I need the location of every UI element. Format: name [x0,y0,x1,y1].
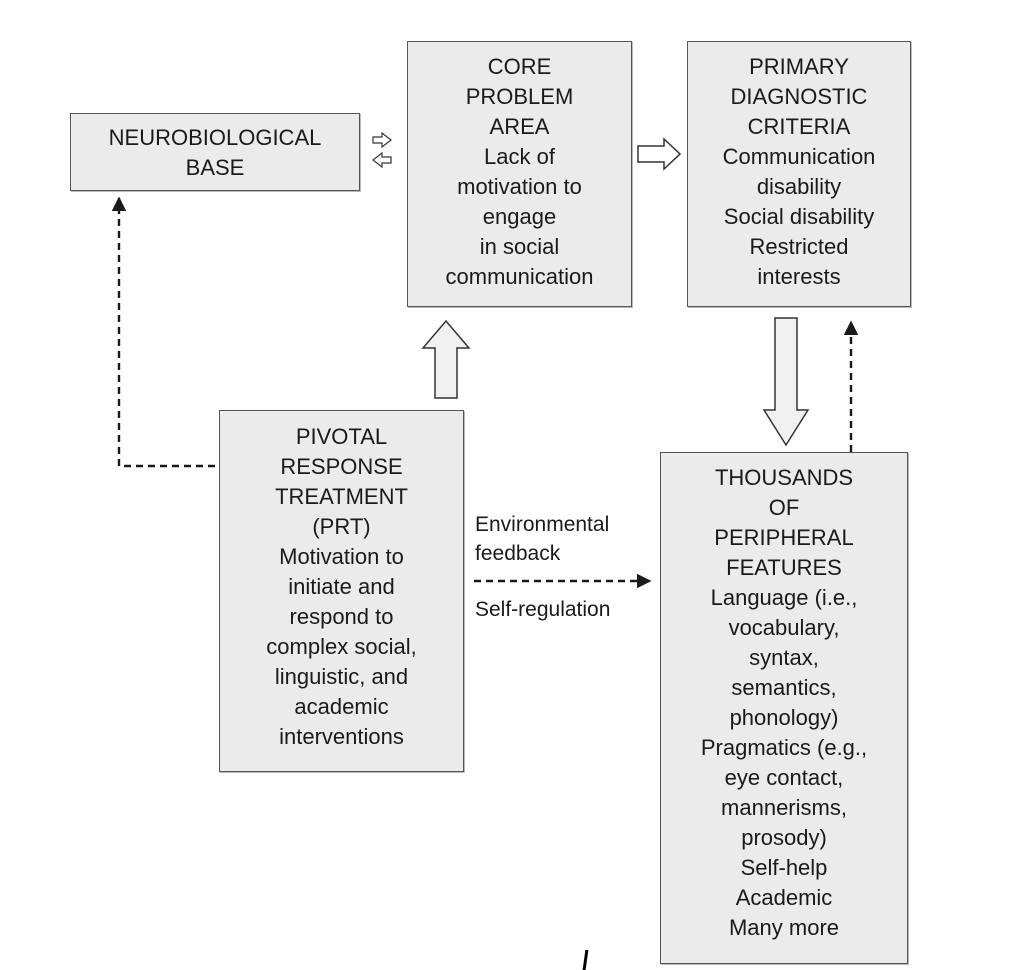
pivotal-response-treatment-box: PIVOTAL RESPONSE TREATMENT (PRT) Motivat… [219,410,464,772]
box-line: Academic [735,885,833,910]
box-line: in social [479,234,560,259]
core-problem-area-box: CORE PROBLEM AREA Lack of motivation to … [407,41,632,307]
box-line: Self-help [740,855,828,880]
core-problem-area-text: CORE PROBLEM AREA Lack of motivation to … [408,52,631,292]
box-line: interests [757,264,841,289]
box-line: AREA [489,114,550,139]
core-to-primary-arrow [637,137,682,171]
box-line: PROBLEM [465,84,574,109]
bidirectional-small-arrows [372,131,392,169]
box-line: Many more [728,915,840,940]
box-line: Motivation to [279,544,404,569]
primary-diagnostic-criteria-box: PRIMARY DIAGNOSTIC CRITERIA Communicatio… [687,41,911,307]
environmental-label: Environmental [475,513,610,536]
box-line: BASE [185,155,245,180]
box-line: RESPONSE [280,454,403,479]
feedback-label: feedback [475,542,561,565]
box-line: PIVOTAL [295,424,388,449]
neurobiological-base-box: NEUROBIOLOGICAL BASE [70,113,360,191]
neurobiological-base-text: NEUROBIOLOGICAL BASE [71,123,359,183]
box-line: initiate and [288,574,395,599]
box-line: complex social, [266,634,417,659]
box-line: DIAGNOSTIC [730,84,868,109]
box-line: disability [756,174,842,199]
box-line: motivation to [457,174,582,199]
self-regulation-label: Self-regulation [475,598,611,621]
box-line: (PRT) [312,514,371,539]
box-line: FEATURES [726,555,842,580]
box-line: respond to [289,604,394,629]
box-line: interventions [279,724,404,749]
box-line: CRITERIA [747,114,851,139]
box-line: CORE [487,54,552,79]
box-line: communication [445,264,594,289]
box-line: OF [768,495,800,520]
box-line: PRIMARY [749,54,849,79]
peripheral-features-box: THOUSANDS OF PERIPHERAL FEATURES Languag… [660,452,908,964]
box-line: prosody) [741,825,827,850]
box-line: Social disability [723,204,875,229]
peripheral-features-text: THOUSANDS OF PERIPHERAL FEATURES Languag… [661,463,907,943]
box-line: semantics, [731,675,837,700]
box-line: eye contact, [724,765,844,790]
box-line: Pragmatics (e.g., [700,735,868,760]
prt-to-neurobiological-dashed-arrow [111,196,215,468]
box-line: academic [294,694,389,719]
box-line: Restricted [749,234,849,259]
box-line: vocabulary, [728,615,840,640]
box-line: Language (i.e., [710,585,858,610]
box-line: mannerisms, [721,795,847,820]
primary-to-thousands-arrow [762,317,810,447]
primary-diagnostic-criteria-text: PRIMARY DIAGNOSTIC CRITERIA Communicatio… [688,52,910,292]
box-line: NEUROBIOLOGICAL [108,125,322,150]
prt-to-core-arrow [421,319,471,399]
box-line: PERIPHERAL [714,525,854,550]
box-line: linguistic, and [274,664,409,689]
box-line: engage [482,204,557,229]
pivotal-response-treatment-text: PIVOTAL RESPONSE TREATMENT (PRT) Motivat… [220,422,463,752]
box-line: THOUSANDS [714,465,854,490]
box-line: phonology) [729,705,839,730]
box-line: TREATMENT [275,484,408,509]
box-line: Lack of [484,144,555,169]
box-line: syntax, [749,645,819,670]
box-line: Communication [722,144,876,169]
